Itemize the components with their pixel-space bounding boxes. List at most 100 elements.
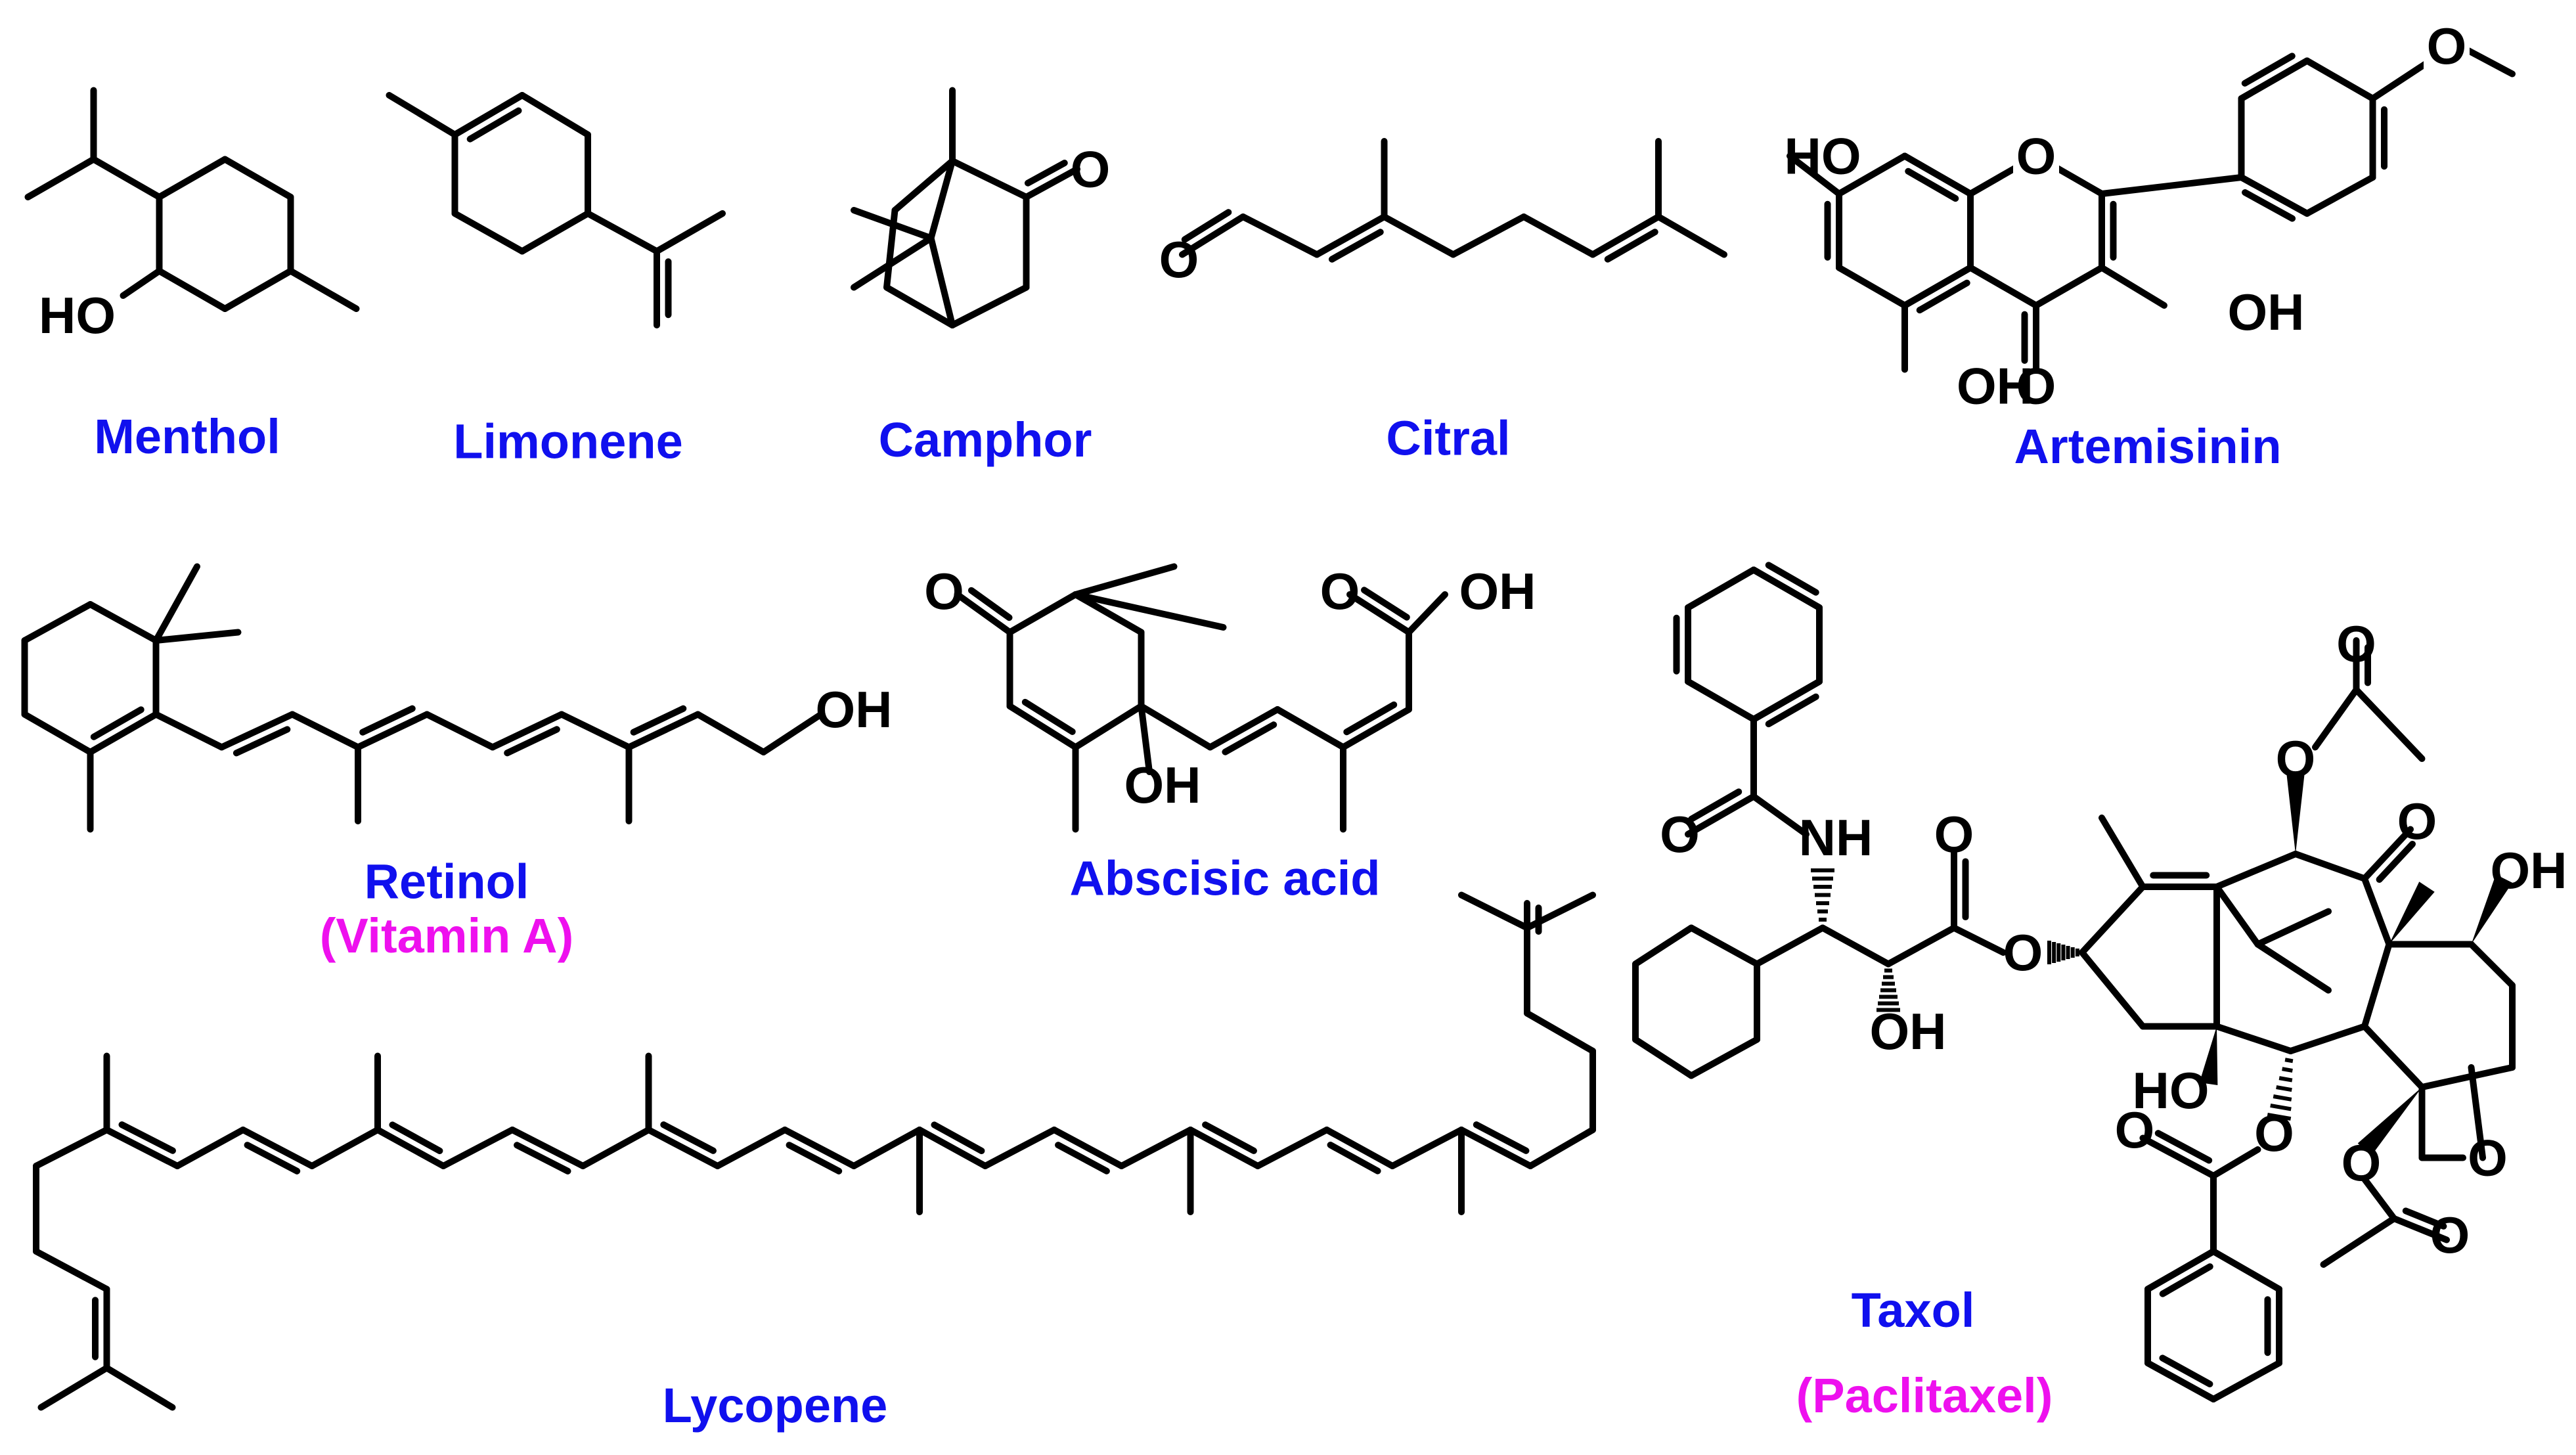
bond <box>1685 678 1757 723</box>
bond <box>1688 924 1760 968</box>
molecule-name: Camphor <box>879 413 1092 467</box>
double-bond <box>1328 229 1384 263</box>
double-bond <box>514 1142 571 1175</box>
double-bond <box>451 92 525 138</box>
double-bond <box>1006 703 1079 751</box>
atom-label-o: O <box>2254 1104 2294 1162</box>
double-bond <box>1323 1127 1396 1169</box>
bond <box>851 207 935 242</box>
double-bond <box>1901 264 1974 309</box>
bond <box>386 92 458 138</box>
bond <box>2079 884 2146 956</box>
double-bond <box>916 1127 988 1169</box>
atom-label-oh: OH <box>816 681 893 738</box>
wedge-bond <box>2471 874 2513 945</box>
molecule-alias: (Paclitaxel) <box>1796 1368 2053 1423</box>
double-bond <box>2144 1360 2217 1402</box>
bond <box>519 92 591 138</box>
double-bond <box>2238 57 2311 102</box>
bond <box>851 235 935 291</box>
bond <box>585 210 660 255</box>
bond <box>309 1127 381 1169</box>
hash-bond <box>1811 868 1834 922</box>
hash-bond <box>2267 1058 2294 1121</box>
wedge-bond <box>2199 1026 2218 1085</box>
bond <box>760 711 824 755</box>
double-bond <box>1916 279 1970 314</box>
bond <box>1118 1127 1194 1169</box>
bond <box>174 1127 246 1169</box>
double-bond <box>967 587 1013 621</box>
double-bond <box>2391 1215 2450 1243</box>
bond <box>2213 884 2261 948</box>
double-bond <box>1688 788 1743 822</box>
bond <box>891 158 956 213</box>
bond <box>2099 264 2167 309</box>
double-bond <box>1340 706 1412 751</box>
bond <box>37 1364 110 1411</box>
bond <box>949 158 1030 200</box>
bond <box>90 156 163 200</box>
bond <box>1072 703 1145 751</box>
double-bond <box>103 1127 181 1169</box>
double-bond <box>2241 53 2296 87</box>
atom-label-ho: HO <box>2133 1062 2210 1119</box>
bond <box>1967 264 2039 309</box>
bond <box>1632 924 1695 968</box>
double-bond <box>2139 1134 2217 1179</box>
double-bond <box>1589 213 1662 258</box>
double-bond <box>1187 1127 1261 1169</box>
atom-label-ho: HO <box>1785 127 1861 185</box>
bond <box>1138 703 1214 751</box>
wedge-bond <box>2389 882 2435 945</box>
bond <box>156 156 229 200</box>
bond <box>2099 815 2146 890</box>
atom-label-nh: NH <box>1799 809 1873 866</box>
bond <box>2254 908 2332 948</box>
bond <box>2369 57 2433 102</box>
double-bond <box>2154 1130 2213 1164</box>
double-bond <box>359 705 416 736</box>
double-bond <box>509 1127 587 1169</box>
bond <box>2320 1215 2397 1268</box>
bond <box>21 711 94 755</box>
bond <box>1754 924 1826 968</box>
bond <box>883 284 956 328</box>
bond <box>1389 1127 1465 1169</box>
bond <box>1072 591 1227 631</box>
double-bond <box>1765 562 1819 596</box>
atom-label-o: O <box>1660 805 1700 863</box>
bond <box>33 1248 110 1293</box>
double-bond <box>2159 1263 2213 1297</box>
bond <box>1787 152 1842 197</box>
hash-bond <box>1876 968 1900 1012</box>
double-bond <box>786 1142 843 1175</box>
bond <box>2361 1176 2397 1222</box>
double-bond <box>1202 1121 1257 1154</box>
double-bond <box>645 1127 721 1169</box>
molecule-name: Limonene <box>453 414 682 469</box>
bond <box>1527 1127 1596 1169</box>
double-bond <box>1314 213 1388 258</box>
bond <box>2099 174 2245 197</box>
atom-label-o: O <box>2276 730 2316 788</box>
double-bond <box>2238 174 2311 217</box>
bond <box>103 1364 176 1411</box>
bond <box>451 210 525 255</box>
bond <box>519 210 591 255</box>
bond <box>1655 213 1727 258</box>
double-bond <box>1023 166 1080 200</box>
double-bond <box>240 1127 315 1169</box>
atom-label-oh: OH <box>1957 357 2033 415</box>
double-bond <box>782 1127 857 1169</box>
bond <box>654 210 726 255</box>
bond <box>2361 875 2393 948</box>
molecule-limonene: Limonene <box>386 92 726 469</box>
bond <box>1138 703 1153 775</box>
double-bond <box>1222 721 1277 755</box>
molecule-alias: (Vitamin A) <box>320 908 573 963</box>
